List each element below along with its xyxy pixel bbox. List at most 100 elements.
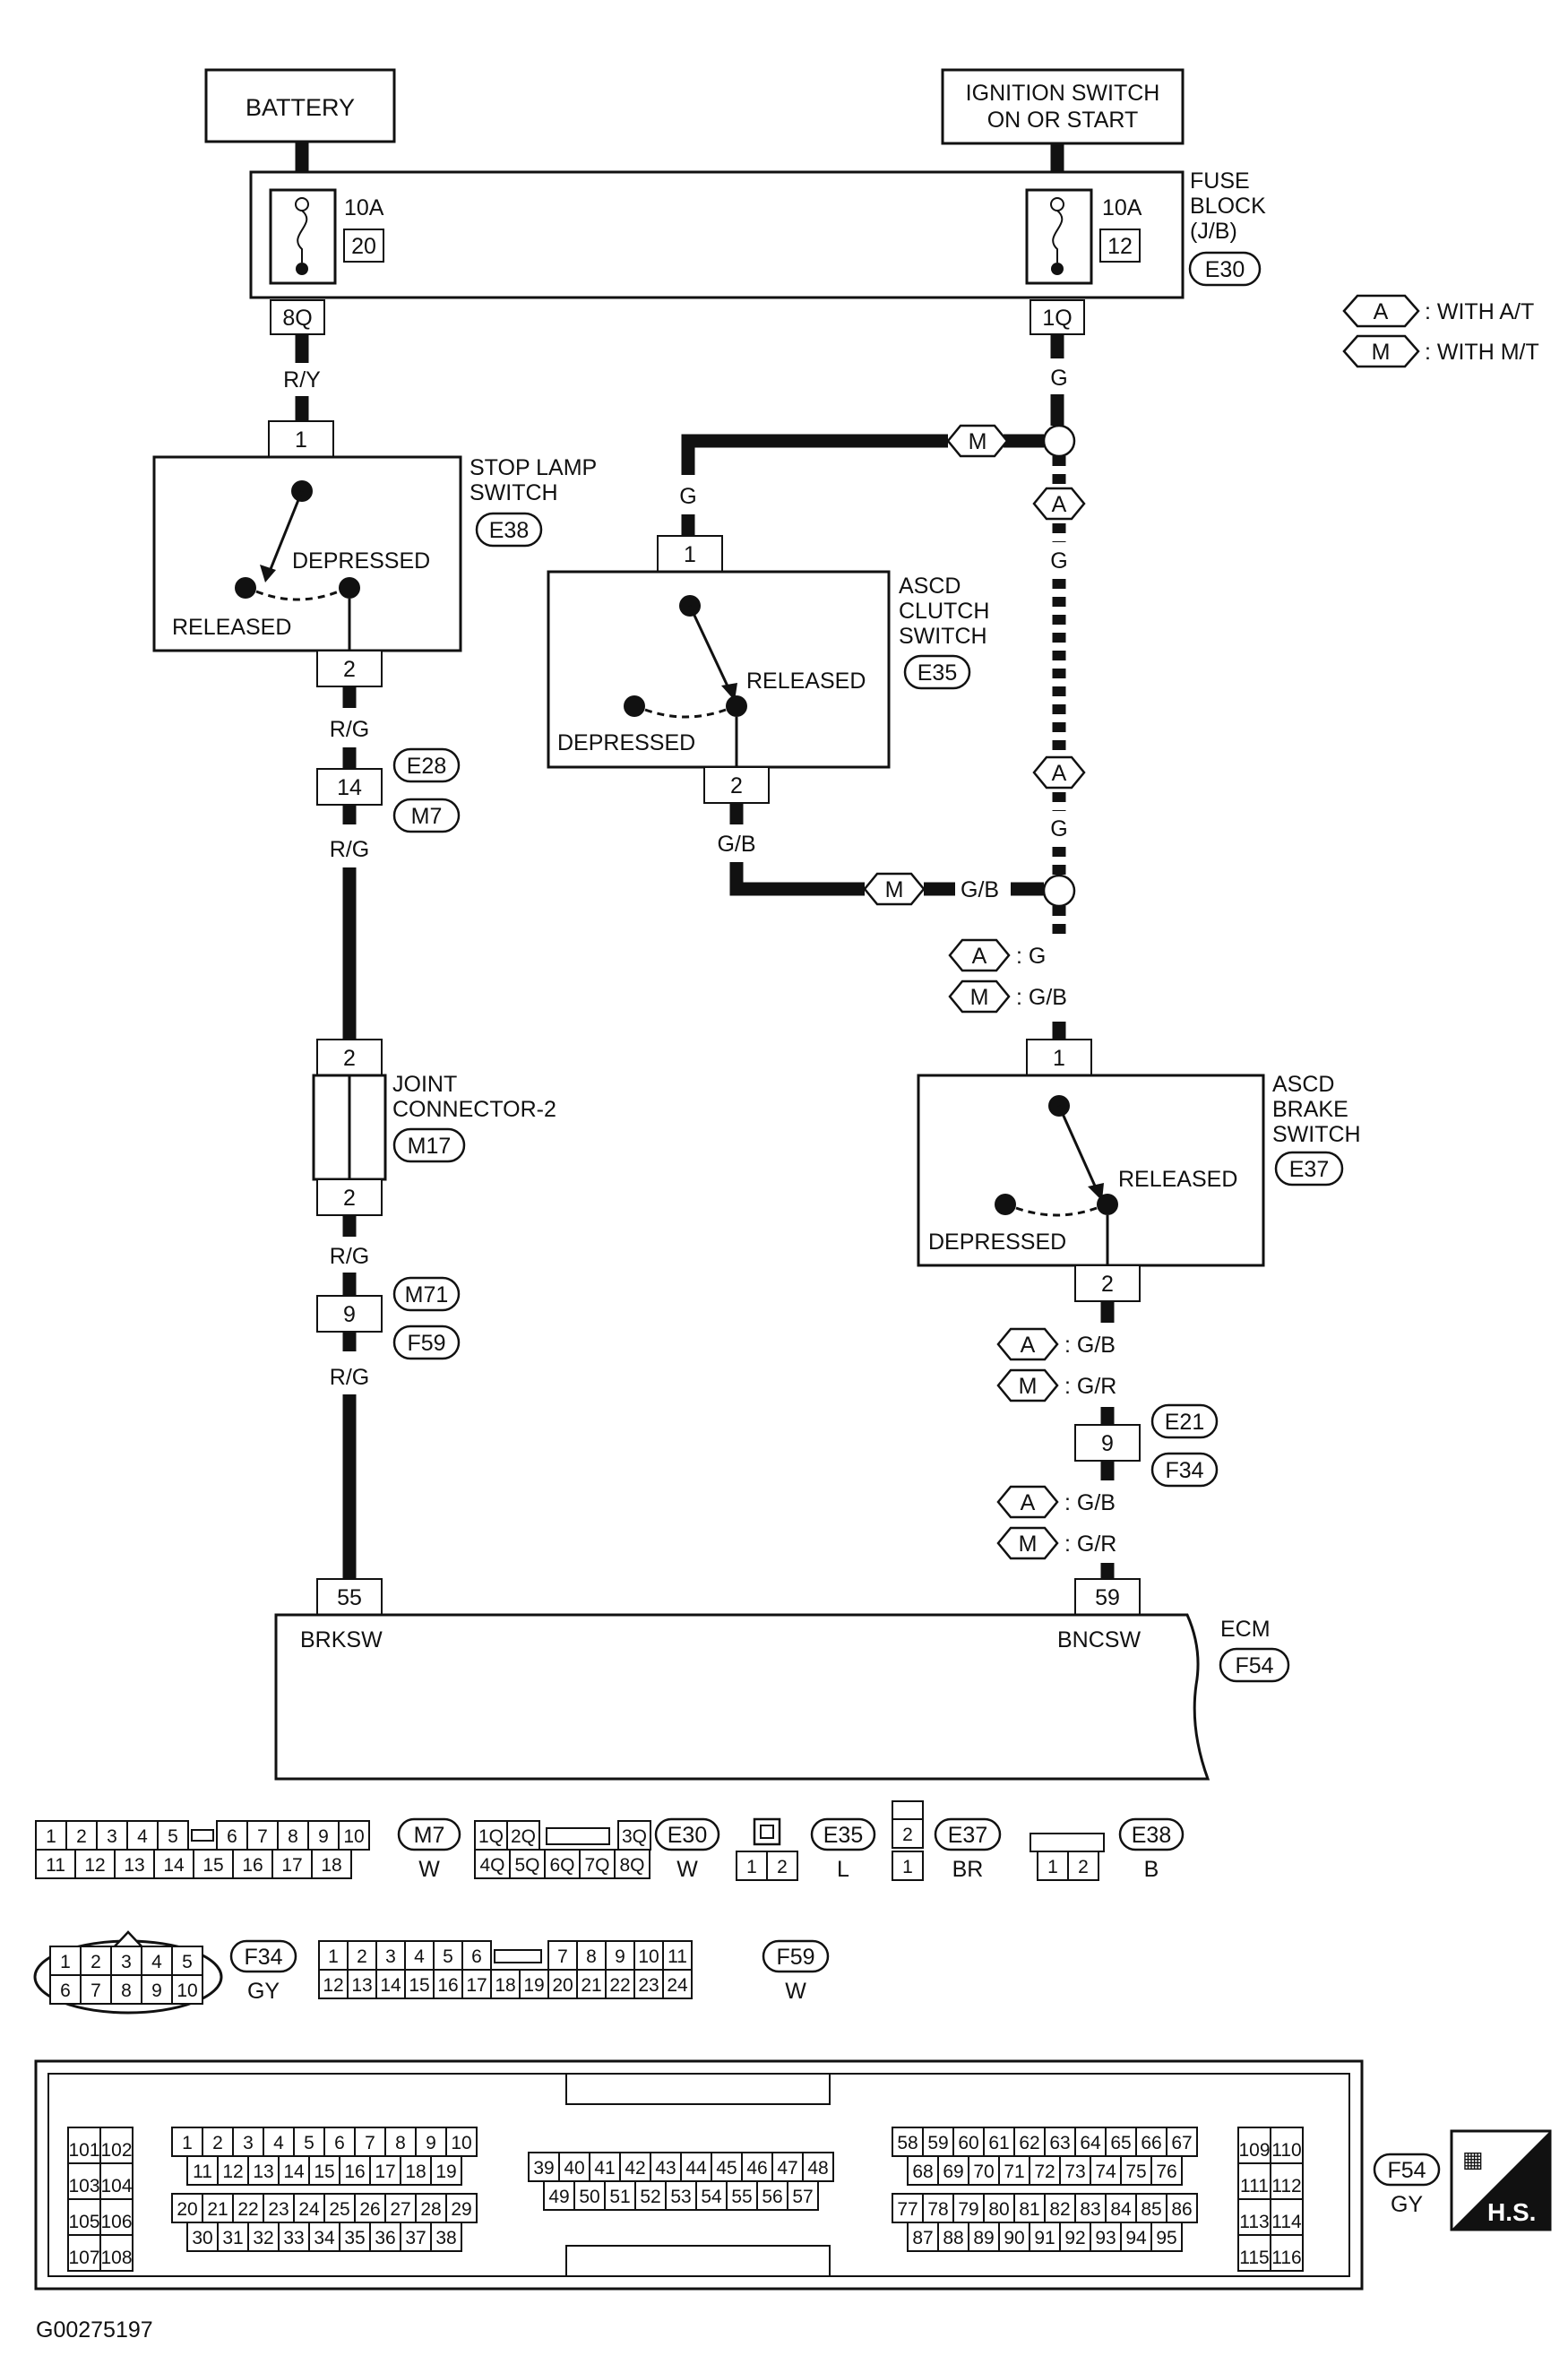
- f54-6: 6: [334, 2133, 345, 2153]
- pin-cell: [247, 2155, 280, 2186]
- pin-cell: [519, 1969, 549, 1999]
- e30-6Q: 6Q: [549, 1855, 574, 1876]
- f59-10: 10: [638, 1946, 659, 1967]
- f59-14: 14: [380, 1975, 401, 1996]
- ecm-bncsw: BNCSW: [1057, 1627, 1141, 1652]
- f34-7: 7: [90, 1980, 101, 2001]
- note-m-tag-1: M: [970, 985, 989, 1010]
- f54-66: 66: [1141, 2133, 1161, 2153]
- pin-cell: [474, 1849, 511, 1879]
- f54-81: 81: [1019, 2199, 1039, 2220]
- f54-20: 20: [177, 2199, 197, 2220]
- f34-6: 6: [60, 1980, 71, 2001]
- pin-cell: [558, 2152, 590, 2182]
- brake-released: RELEASED: [1118, 1167, 1237, 1192]
- f54-71: 71: [1004, 2162, 1024, 2182]
- e30-pill: [654, 1817, 720, 1851]
- e35-1: 1: [746, 1857, 757, 1877]
- pin-cell: [263, 2193, 295, 2223]
- pin-cell: [998, 2222, 1030, 2252]
- m7-13: 13: [124, 1855, 144, 1876]
- f34-1: 1: [60, 1952, 71, 1972]
- pin-cell: [922, 2193, 954, 2223]
- e30-3Q: 3Q: [622, 1826, 647, 1847]
- f54-63: 63: [1049, 2133, 1070, 2153]
- f54-1: 1: [182, 2133, 193, 2153]
- m7-17: 17: [281, 1855, 302, 1876]
- e38-pill: [1118, 1817, 1185, 1851]
- pin-cell: [171, 2193, 203, 2223]
- f54-103: 103: [68, 2176, 99, 2196]
- e35-color: L: [837, 1857, 849, 1882]
- pin-cell: [1150, 2222, 1183, 2252]
- path-a-tag-1: A: [1052, 492, 1067, 517]
- pin-cell: [369, 2155, 401, 2186]
- fuse-right-amp: 10A: [1102, 195, 1142, 220]
- ignition-switch-box: IGNITION SWITCH ON OR START: [941, 68, 1185, 145]
- f54-14: 14: [283, 2162, 305, 2182]
- pin-cell: [1166, 2193, 1198, 2223]
- note-a-gb-1: : G/B: [1064, 1333, 1116, 1358]
- brake-name-3: SWITCH: [1272, 1122, 1361, 1147]
- pin-cell: [369, 2222, 401, 2252]
- f59-16: 16: [437, 1975, 458, 1996]
- pin-cell: [318, 1969, 349, 1999]
- f54-pill: [1373, 2153, 1441, 2187]
- pin-cell: [576, 1969, 607, 1999]
- pin-cell: [1270, 2198, 1304, 2236]
- path-a-tag-2: A: [1052, 761, 1067, 786]
- pin-cell: [311, 1849, 352, 1879]
- pin-cell: [157, 1820, 189, 1851]
- pin-cell: [937, 2155, 969, 2186]
- f54-33: 33: [283, 2228, 304, 2248]
- f59-pill: [762, 1939, 830, 1973]
- f54-48: 48: [807, 2158, 828, 2179]
- f54-5: 5: [304, 2133, 314, 2153]
- wire-color-g-3: G: [1050, 548, 1067, 574]
- f54-90: 90: [1004, 2228, 1024, 2248]
- m7-12: 12: [84, 1855, 105, 1876]
- f34-4: 4: [151, 1952, 162, 1972]
- f54-50: 50: [579, 2187, 599, 2207]
- pin-cell: [430, 2155, 462, 2186]
- hs-badge: ▦ H.S.: [1450, 2129, 1552, 2231]
- f54-78: 78: [927, 2199, 948, 2220]
- inline-m7-label: M7: [411, 804, 443, 829]
- inline-e21-label: E21: [1165, 1410, 1204, 1435]
- ignition-label-1: IGNITION SWITCH: [966, 81, 1160, 106]
- pin-cell: [354, 2193, 386, 2223]
- fuse-left-number: 20: [351, 234, 376, 259]
- f59-13: 13: [351, 1975, 372, 1996]
- pin-cell: [1029, 2155, 1061, 2186]
- brake-connector: E37: [1289, 1157, 1329, 1182]
- m7-label: M7: [414, 1823, 445, 1848]
- f54-21: 21: [207, 2199, 228, 2220]
- f54-30: 30: [192, 2228, 212, 2248]
- f54-62: 62: [1019, 2133, 1039, 2153]
- stop-lamp-circuit: R/Y 1 DEPRESSED RELEASED STOP LAMP SWITC…: [152, 334, 597, 1616]
- f54-label: F54: [1387, 2158, 1426, 2183]
- pin-cell: [99, 2234, 134, 2272]
- pin-cell: [433, 1940, 463, 1971]
- stop-lamp-pin-2: 2: [343, 657, 356, 682]
- wire-color-g-4: G: [1050, 816, 1067, 841]
- clutch-pin-1: 1: [684, 542, 696, 567]
- pin-cell: [787, 2180, 819, 2211]
- m7-15: 15: [202, 1855, 223, 1876]
- f54-25: 25: [329, 2199, 349, 2220]
- e37-color: BR: [952, 1857, 984, 1882]
- brake-pin-1: 1: [1053, 1046, 1065, 1071]
- note-m-gr-2: : G/R: [1064, 1532, 1116, 1557]
- battery-label: BATTERY: [246, 94, 355, 121]
- f59-11: 11: [668, 1946, 687, 1967]
- f54-94: 94: [1125, 2228, 1147, 2248]
- pin-cell: [633, 1940, 664, 1971]
- m7-14: 14: [163, 1855, 185, 1876]
- m7-8: 8: [288, 1826, 298, 1847]
- f54-key-bottom: [565, 2245, 831, 2277]
- ecm-pin-55: 55: [337, 1585, 362, 1610]
- f54-7: 7: [365, 2133, 375, 2153]
- clutch-released: RELEASED: [746, 669, 866, 694]
- inline-f59-label: F59: [407, 1331, 445, 1356]
